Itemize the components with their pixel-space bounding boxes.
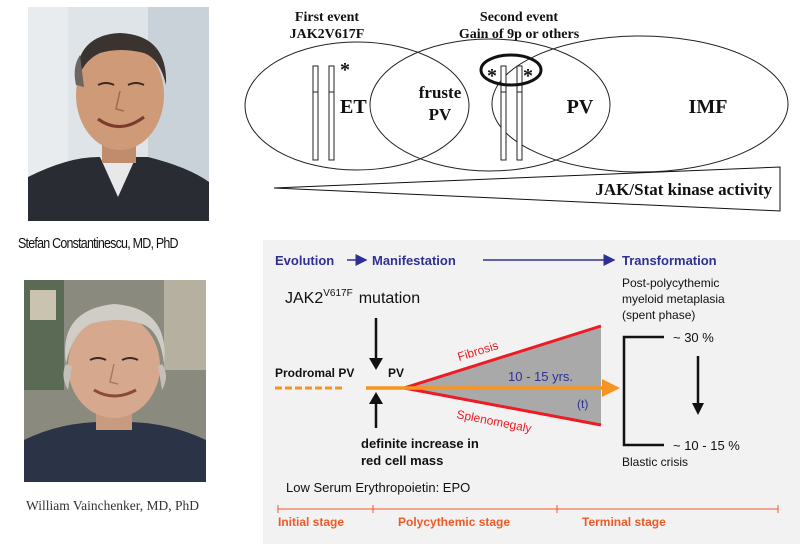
red-cell-increase-line1: definite increase in bbox=[361, 436, 479, 451]
splenomegaly-line bbox=[403, 386, 602, 427]
initial-stage-label: Initial stage bbox=[278, 515, 344, 529]
kinase-activity-label: JAK/Stat kinase activity bbox=[595, 180, 772, 199]
polycythemic-stage-label: Polycythemic stage bbox=[398, 515, 510, 529]
disease-progression-wedge bbox=[404, 326, 601, 425]
imf-label: IMF bbox=[689, 96, 728, 118]
second-event-title: Second event bbox=[480, 10, 559, 25]
caption-vainchenker: William Vainchenker, MD, PhD bbox=[26, 498, 200, 513]
portrait-constantinescu bbox=[28, 7, 209, 221]
post-polycythemic-line3: (spent phase) bbox=[622, 308, 695, 322]
pv-evolution-diagram: Evolution Manifestation Transformation J… bbox=[263, 240, 800, 544]
pv-label: PV bbox=[567, 96, 594, 118]
time-axis-label: (t) bbox=[577, 397, 588, 411]
stage-bracket bbox=[277, 505, 779, 513]
caption-constantinescu: Stefan Constantinescu, MD, PhD bbox=[18, 236, 179, 252]
blastic-crisis-percent: ~ 10 - 15 % bbox=[673, 438, 740, 453]
transformation-down-arrowhead bbox=[692, 403, 704, 415]
duration-label: 10 - 15 yrs. bbox=[508, 369, 573, 384]
timeline-arrowhead bbox=[602, 379, 620, 397]
portrait-1-image bbox=[28, 7, 209, 221]
transformation-label: Transformation bbox=[622, 253, 717, 268]
red-cell-up-arrowhead bbox=[369, 392, 383, 404]
kinase-activity-wedge bbox=[273, 166, 781, 212]
post-polycythemic-line1: Post-polycythemic bbox=[622, 276, 719, 290]
mutation-star-right: * bbox=[523, 65, 533, 87]
fruste-label-line1: fruste bbox=[419, 83, 462, 102]
spent-phase-percent: ~ 30 % bbox=[673, 330, 714, 345]
imf-ellipse bbox=[491, 35, 789, 173]
fruste-label-line2: PV bbox=[429, 105, 452, 124]
chromosome-pair-first-event bbox=[312, 65, 335, 161]
epo-label: Low Serum Erythropoietin: EPO bbox=[286, 480, 470, 495]
portrait-vainchenker bbox=[24, 280, 206, 482]
evolution-label: Evolution bbox=[275, 253, 334, 268]
terminal-stage-label: Terminal stage bbox=[582, 515, 666, 529]
disease-progression-diagram: First event JAK2V617F Second event Gain … bbox=[244, 10, 789, 212]
pv-timeline-label: PV bbox=[388, 366, 404, 380]
portrait-2-image bbox=[24, 280, 206, 482]
chromosome-pair-second-event bbox=[500, 65, 523, 161]
et-ellipse bbox=[244, 41, 470, 171]
mutation-star-left: * bbox=[487, 65, 497, 87]
et-label: ET bbox=[340, 96, 367, 118]
second-event-detail: Gain of 9p or others bbox=[459, 27, 580, 42]
gain-9p-highlight-ellipse bbox=[479, 53, 543, 87]
first-event-mutation: JAK2V617F bbox=[290, 27, 365, 42]
post-polycythemic-line2: myeloid metaplasia bbox=[622, 292, 725, 306]
transformation-bracket bbox=[622, 335, 664, 447]
prodromal-pv-label: Prodromal PV bbox=[275, 366, 354, 380]
fibrosis-line bbox=[403, 324, 602, 390]
first-event-title: First event bbox=[295, 10, 359, 25]
manifestation-label: Manifestation bbox=[372, 253, 456, 268]
blastic-crisis-label: Blastic crisis bbox=[622, 455, 688, 469]
mutation-down-arrowhead bbox=[369, 358, 383, 370]
mutation-star-first: * bbox=[340, 59, 350, 81]
fruste-pv-ellipse bbox=[369, 38, 611, 172]
red-cell-increase-line2: red cell mass bbox=[361, 453, 443, 468]
